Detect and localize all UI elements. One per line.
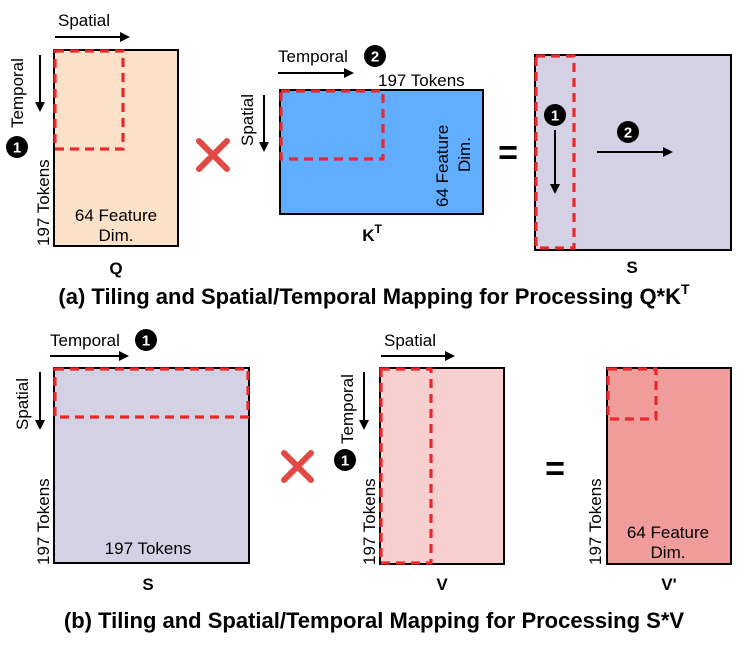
vp-tile-dashed	[606, 367, 658, 421]
times-sign-a	[196, 138, 230, 172]
s-a-name: S	[626, 258, 637, 277]
s-b-temporal-label: Temporal	[50, 331, 120, 350]
kt-dim-label: Dim.	[455, 137, 474, 172]
s-b-badge-1	[135, 329, 157, 351]
q-badge-1	[6, 136, 28, 158]
s-b-tokens-inner-label: 197 Tokens	[105, 539, 192, 558]
matrix-q: Spatial Temporal 1 197 Tokens 64 Feature…	[6, 11, 179, 278]
s-a-badge-1	[544, 104, 566, 126]
kt-spatial-label: Spatial	[238, 94, 257, 146]
matrix-s-a: 1 2 S	[534, 54, 732, 277]
s-b-tile-dashed	[53, 367, 250, 419]
q-tokens-label: 197 Tokens	[34, 159, 53, 246]
kt-name: KT	[362, 222, 382, 245]
v-spatial-label: Spatial	[384, 331, 436, 350]
v-badge-1-text: 1	[341, 453, 349, 470]
matrix-v-prime: 197 Tokens 64 Feature Dim. V'	[586, 367, 732, 594]
q-dim-label: Dim.	[99, 226, 134, 245]
kt-tokens-label: 197 Tokens	[378, 71, 465, 90]
s-b-name: S	[142, 575, 153, 594]
vp-tokens-label: 197 Tokens	[586, 478, 605, 565]
vp-feature-label: 64 Feature	[627, 523, 709, 542]
kt-temporal-label: Temporal	[278, 47, 348, 66]
kt-matrix-rect	[279, 89, 484, 215]
s-b-badge-1-text: 1	[142, 333, 150, 350]
vp-matrix-rect	[606, 367, 732, 565]
q-feature-label: 64 Feature	[75, 206, 157, 225]
s-a-badge-2-text: 2	[624, 125, 632, 142]
equals-sign-b: =	[545, 450, 565, 488]
s-a-badge-2	[617, 121, 639, 143]
q-badge-1-text: 1	[13, 140, 21, 157]
matrix-v: Spatial Temporal 1 197 Tokens V	[334, 331, 505, 594]
v-name: V	[436, 575, 448, 594]
v-tokens-label: 197 Tokens	[360, 478, 379, 565]
matrix-kt: Temporal 2 197 Tokens Spatial 64 Feature…	[238, 45, 484, 245]
equals-sign-a: =	[498, 134, 518, 172]
q-spatial-label: Spatial	[58, 11, 110, 30]
vp-name: V'	[661, 575, 676, 594]
panel-a: Spatial Temporal 1 197 Tokens 64 Feature…	[6, 11, 732, 309]
s-b-spatial-label: Spatial	[13, 378, 32, 430]
v-temporal-label: Temporal	[338, 374, 357, 444]
kt-feature-label: 64 Feature	[433, 125, 452, 207]
caption-a: (a) Tiling and Spatial/Temporal Mapping …	[58, 281, 690, 309]
kt-tile-dashed	[279, 89, 385, 161]
s-b-tokens-side-label: 197 Tokens	[34, 478, 53, 565]
vp-dim-label: Dim.	[651, 543, 686, 562]
q-tile-dashed	[53, 49, 125, 151]
s-b-matrix-rect	[53, 367, 250, 564]
kt-badge-2	[364, 45, 386, 67]
times-sign-b	[281, 450, 314, 483]
v-tile-dashed	[379, 367, 433, 565]
v-badge-1	[334, 449, 356, 471]
panel-b: Temporal 1 Spatial 197 Tokens 197 Tokens…	[13, 329, 732, 633]
q-temporal-label: Temporal	[8, 58, 27, 128]
q-name: Q	[109, 259, 122, 278]
caption-b: (b) Tiling and Spatial/Temporal Mapping …	[64, 608, 684, 633]
v-matrix-rect	[379, 367, 505, 565]
s-a-tile-dashed	[534, 54, 576, 250]
kt-badge-2-text: 2	[371, 49, 379, 66]
s-a-badge-1-text: 1	[551, 108, 559, 125]
matrix-s-b: Temporal 1 Spatial 197 Tokens 197 Tokens…	[13, 329, 250, 594]
